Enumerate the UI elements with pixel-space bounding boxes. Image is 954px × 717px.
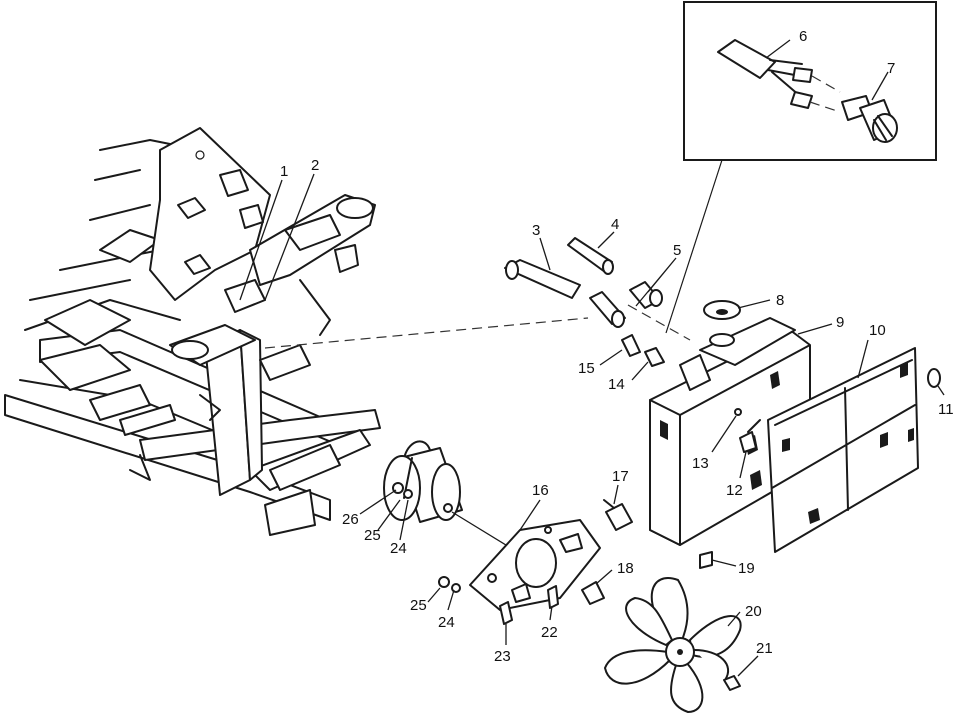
callout-26: 26 [342, 511, 359, 528]
hose-4 [567, 237, 614, 275]
cooling-fan-blade [604, 577, 742, 713]
callout-12: 12 [726, 482, 743, 499]
fan-nut [723, 675, 741, 691]
callout-24-lower: 24 [438, 614, 455, 631]
hose-3 [504, 259, 581, 299]
callout-6: 6 [799, 28, 807, 45]
callout-5: 5 [673, 242, 681, 259]
callout-20: 20 [745, 603, 762, 620]
connection-line-inset [665, 159, 723, 334]
callout-25-lower: 25 [410, 597, 427, 614]
callout-19: 19 [738, 560, 755, 577]
callout-10: 10 [869, 322, 886, 339]
inset-detail-box [683, 1, 937, 161]
fan-switch [603, 499, 633, 531]
leader-lines [239, 173, 945, 677]
callout-24-upper: 24 [390, 540, 407, 557]
callout-11: 11 [938, 401, 954, 418]
drain-plug [699, 551, 713, 569]
callout-25-upper: 25 [364, 527, 381, 544]
callout-labels: 1 2 3 4 5 6 7 8 9 10 11 12 13 14 15 16 1… [280, 28, 954, 665]
callout-3: 3 [532, 222, 540, 239]
callout-15: 15 [578, 360, 595, 377]
callout-18: 18 [617, 560, 634, 577]
radiator [649, 317, 811, 546]
callout-7: 7 [887, 60, 895, 77]
callout-1: 1 [280, 163, 288, 180]
callout-4: 4 [611, 216, 619, 233]
wire-harness-sleeve [717, 39, 776, 79]
callout-21: 21 [756, 640, 773, 657]
frame-assembly [4, 127, 381, 536]
hose-14-15 [621, 334, 665, 367]
callout-9: 9 [836, 314, 844, 331]
callout-23: 23 [494, 648, 511, 665]
radiator-screen [767, 347, 919, 553]
callout-2: 2 [311, 157, 319, 174]
callout-8: 8 [776, 292, 784, 309]
fan-mounting-bracket [469, 519, 601, 611]
callout-13: 13 [692, 455, 709, 472]
callout-16: 16 [532, 482, 549, 499]
temperature-sensor [841, 95, 898, 143]
callout-17: 17 [612, 468, 629, 485]
callout-22: 22 [541, 624, 558, 641]
callout-14: 14 [608, 376, 625, 393]
fasteners-lower [438, 576, 605, 625]
hose-clamps-5 [589, 281, 691, 341]
connection-line-frame [264, 317, 589, 349]
grommet [927, 368, 941, 388]
radiator-cap [703, 300, 741, 320]
